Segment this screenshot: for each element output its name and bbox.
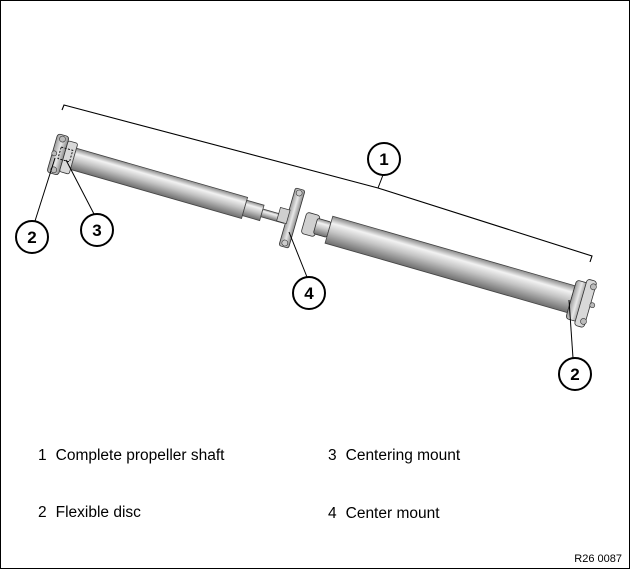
callout-3-label: 3 xyxy=(92,221,101,240)
legend-item-3: 3 Centering mount xyxy=(328,447,460,465)
callout-1-label: 1 xyxy=(379,150,388,169)
legend-item-2-label: Flexible disc xyxy=(55,504,141,521)
legend-item-1-number: 1 xyxy=(38,447,47,464)
callout-2-right: 2 xyxy=(558,357,592,391)
legend-item-2-number: 2 xyxy=(38,504,47,521)
leader-line-4 xyxy=(288,231,308,278)
legend-item-3-number: 3 xyxy=(328,447,337,464)
legend-item-1: 1 Complete propeller shaft xyxy=(38,447,225,465)
callout-2-right-label: 2 xyxy=(570,365,579,384)
callout-1: 1 xyxy=(367,142,401,176)
reference-code: R26 0087 xyxy=(574,553,622,565)
callout-2-left-label: 2 xyxy=(27,228,36,247)
leader-line-3 xyxy=(65,159,95,215)
legend-item-2: 2 Flexible disc xyxy=(38,504,141,522)
legend-item-4: 4 Center mount xyxy=(328,505,440,523)
leader-line-1 xyxy=(377,174,384,189)
leader-line-2-left xyxy=(34,157,56,222)
center-mount xyxy=(276,187,306,249)
legend-item-4-label: Center mount xyxy=(345,505,440,522)
legend-item-1-label: Complete propeller shaft xyxy=(55,447,225,464)
callout-2-left: 2 xyxy=(15,220,49,254)
leader-line-2-right xyxy=(568,299,574,359)
legend-item-3-label: Centering mount xyxy=(345,447,461,464)
legend-item-4-number: 4 xyxy=(328,505,337,522)
callout-3: 3 xyxy=(80,213,114,247)
callout-4: 4 xyxy=(292,276,326,310)
rear-shaft-section xyxy=(301,212,597,328)
callout-4-label: 4 xyxy=(304,284,314,303)
